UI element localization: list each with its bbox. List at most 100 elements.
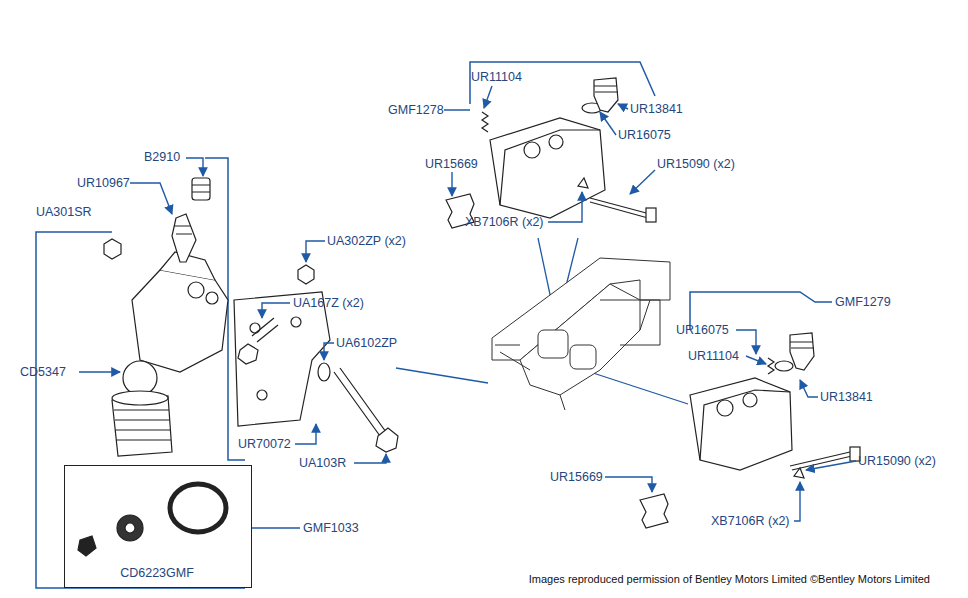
leader-arrow (451, 172, 452, 196)
valve-body (690, 378, 792, 470)
leader-arrows (79, 86, 856, 521)
valve-body (490, 118, 605, 218)
leader-arrow (79, 371, 120, 372)
leader-arrow (354, 454, 386, 463)
leader-arrow (746, 356, 766, 364)
leader-arrow (130, 183, 172, 214)
part-number: UR15090 (x2) (858, 453, 936, 469)
leader-line (252, 527, 300, 529)
part-number: GMF1278 (388, 102, 444, 118)
mounting-bracket (234, 265, 398, 452)
bleed-screw (172, 214, 196, 262)
pedal-box-frame (600, 300, 660, 345)
part-number: UR11104 (471, 69, 522, 85)
fitting-thread (192, 185, 210, 192)
valve-lower (640, 333, 860, 528)
leader-arrow (186, 158, 203, 176)
cap-thread (790, 342, 814, 348)
valve-port (549, 135, 563, 149)
seal-ring (775, 361, 793, 371)
part-number: XB7106R (x2) (465, 214, 544, 230)
group-brackets (36, 62, 832, 588)
leader-arrow (630, 170, 655, 194)
plug-thread (114, 410, 171, 440)
part-number: UR70072 (238, 436, 291, 452)
leader-arrow (548, 192, 582, 222)
part-number: UR13841 (820, 389, 873, 405)
valve-body (500, 130, 600, 205)
part-number: UR11104 (688, 348, 739, 364)
seal-ring (170, 484, 226, 532)
valve-upper (446, 78, 656, 228)
leader-arrow (806, 461, 856, 470)
plug-top (112, 391, 168, 405)
part-number: UR15669 (425, 156, 478, 172)
bolt-ur15090 (590, 198, 650, 218)
rubber-boot (640, 494, 668, 528)
bracket-plate (234, 292, 330, 426)
leader-arrow (605, 477, 652, 492)
bolt-ua103r (334, 368, 386, 436)
assembly-line (590, 372, 688, 404)
nut (104, 239, 121, 259)
part-number: UA302ZP (x2) (327, 233, 406, 249)
valve-cap (790, 333, 814, 370)
leader-arrow (736, 330, 756, 354)
part-number: CD5347 (20, 364, 66, 380)
bracket-hole (250, 323, 260, 333)
assembly-lines (396, 238, 688, 404)
master-cylinder (104, 178, 228, 456)
copyright-note: Images reproduced permission of Bentley … (529, 571, 930, 587)
pedal-box-frame (520, 284, 640, 395)
cylinder-port (206, 292, 218, 304)
seal-cup-hole (125, 523, 135, 533)
bolt-head (646, 208, 656, 222)
clip (578, 178, 588, 188)
leader-arrow (800, 380, 818, 397)
leader-arrow (618, 104, 628, 109)
leader-arrow (306, 241, 325, 262)
valve-port (743, 393, 757, 407)
part-number: UR16075 (676, 322, 729, 338)
valve-cap (594, 78, 618, 112)
fitting-b2910 (192, 178, 210, 200)
spring (768, 358, 774, 374)
part-number: UR15669 (550, 469, 603, 485)
part-number: GMF1033 (303, 520, 359, 536)
bleed-screw-thread (174, 226, 192, 234)
valve-port (717, 400, 733, 416)
assembly-line (396, 368, 488, 383)
group-bracket (36, 232, 245, 588)
part-number: UR10967 (77, 175, 130, 191)
valve-body (700, 390, 790, 460)
part-number: GMF1279 (835, 294, 891, 310)
leader-arrow (324, 343, 334, 360)
part-number: B2910 (144, 149, 180, 165)
bracket-hole (257, 390, 267, 400)
pedal-box-valve (538, 330, 568, 358)
seal-piece (78, 536, 96, 556)
bolt-ua167z (252, 318, 278, 342)
washer (318, 363, 330, 381)
cylinder-port (188, 282, 204, 298)
part-number: UA167Z (x2) (293, 295, 364, 311)
seal-cup (117, 515, 143, 541)
kit-box: CD6223GMF (64, 465, 252, 588)
part-number: XB7106R (x2) (711, 513, 790, 529)
leader-arrow (484, 86, 492, 108)
part-number: UA103R (299, 455, 346, 471)
cap-thread (594, 86, 618, 92)
leader-arrow (794, 482, 800, 521)
nut-ua302zp (298, 265, 314, 284)
spring (482, 112, 488, 132)
bolt-head (376, 428, 398, 452)
part-number: UR15090 (x2) (657, 156, 735, 172)
group-bracket (470, 62, 655, 104)
clip (794, 468, 804, 478)
cylinder-body (132, 270, 228, 372)
leader-line (444, 109, 470, 111)
seal-cd5347 (123, 361, 157, 395)
bracket-hole (291, 317, 301, 327)
